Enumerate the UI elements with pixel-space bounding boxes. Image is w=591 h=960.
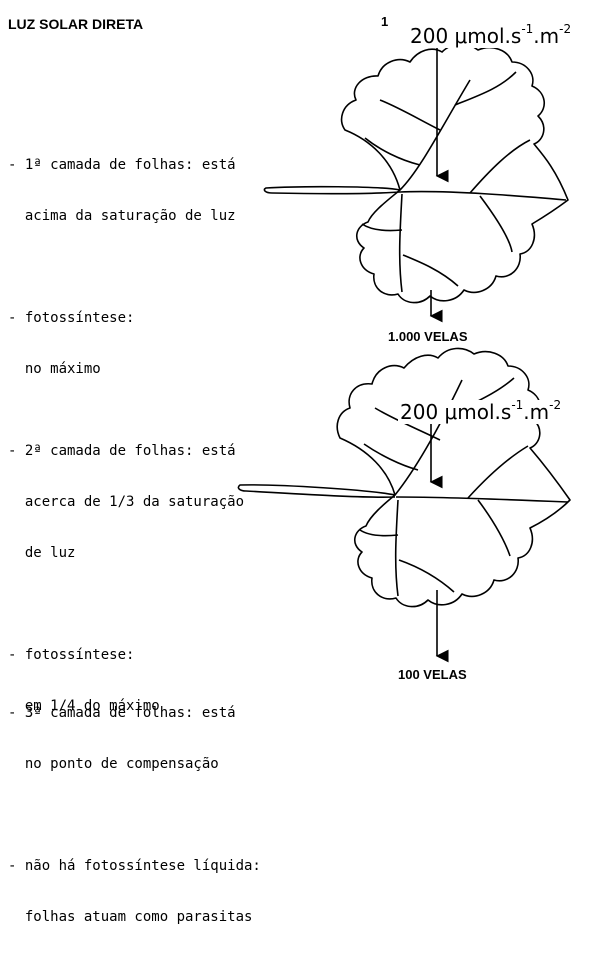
page-number: 1 [381, 14, 389, 29]
intensity-label-100: 100 VELAS [398, 667, 467, 682]
layer-1-note: - 1ª camada de folhas: está acima da sat… [8, 157, 236, 377]
light-flux-label-1: 200 μmol.s-1.m-2 [408, 22, 574, 48]
leaf-1 [263, 43, 569, 304]
layer-3-note: - 3ª camada de folhas: está no ponto de … [8, 705, 261, 925]
leaf-layers-illustration [237, 43, 571, 663]
diagram-page: LUZ SOLAR DIRETA 1 200 μmol.s-1.m-2 200 … [8, 14, 574, 925]
light-flux-label-2: 200 μmol.s-1.m-2 [398, 398, 564, 424]
intensity-label-1000: 1.000 VELAS [388, 329, 468, 344]
layer-2-note: - 2ª camada de folhas: está acerca de 1/… [8, 443, 245, 714]
leaf-2 [237, 347, 571, 608]
page-title: LUZ SOLAR DIRETA [8, 16, 144, 32]
